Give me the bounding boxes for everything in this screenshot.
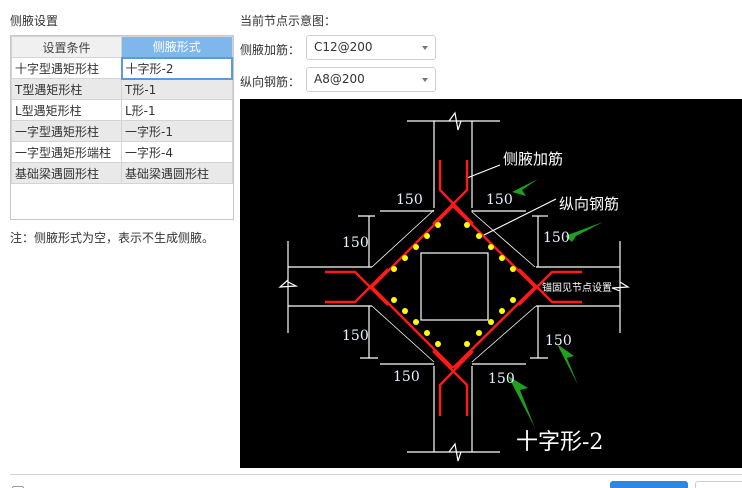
haunch-settings-table: 设置条件 侧腋形式 十字型遇矩形柱 十字形-2 T型遇矩形柱 T形-1 L型遇矩… <box>10 35 234 220</box>
dimension-label: 150 <box>543 230 570 246</box>
dimension-label: 150 <box>393 369 420 385</box>
anchorage-note: 锚固见节点设置 <box>542 282 612 294</box>
longitudinal-rebar-select[interactable]: A8@200 <box>306 67 436 92</box>
chevron-down-icon <box>422 46 428 50</box>
haunch-rebar-drawing <box>325 160 582 416</box>
dimension-label: 150 <box>486 192 513 208</box>
haunch-form-cell[interactable]: 一字形-1 <box>121 120 233 142</box>
haunch-rebar-value: C12@200 <box>314 40 373 54</box>
column-header-haunch-form[interactable]: 侧腋形式 <box>121 36 233 58</box>
haunch-rebar-label: 侧腋加筋： <box>240 43 301 57</box>
haunch-form-cell[interactable]: T形-1 <box>121 78 233 100</box>
empty-form-note: 注：侧腋形式为空，表示不生成侧腋。 <box>10 231 215 245</box>
table-row[interactable]: 十字型遇矩形柱 十字形-2 <box>11 56 233 80</box>
dimension-label: 150 <box>488 371 515 387</box>
arrow-icon <box>508 179 603 428</box>
longitudinal-rebar-dots <box>391 222 516 347</box>
dimension-label: 150 <box>396 192 423 208</box>
condition-cell[interactable]: T型遇矩形柱 <box>11 78 122 100</box>
dimension-label: 150 <box>342 235 369 251</box>
haunch-form-cell[interactable]: 一字形-4 <box>121 141 233 163</box>
haunch-rebar-annotation: 侧腋加筋 <box>503 150 563 168</box>
dimension-label: 150 <box>342 328 369 344</box>
table-row[interactable]: L型遇矩形柱 L形-1 <box>11 99 233 121</box>
longitudinal-rebar-annotation: 纵向钢筋 <box>559 195 619 213</box>
confirm-button[interactable] <box>610 481 688 488</box>
condition-cell[interactable]: 基础梁遇圆形柱 <box>11 162 122 184</box>
node-diagram-canvas: 150 150 150 150 150 150 150 150 侧腋加筋 纵向钢… <box>240 99 742 468</box>
longitudinal-rebar-label: 纵向钢筋： <box>240 75 301 89</box>
longitudinal-rebar-value: A8@200 <box>314 72 365 86</box>
table-row[interactable]: 一字型遇矩形柱 一字形-1 <box>11 120 233 142</box>
haunch-rebar-select[interactable]: C12@200 <box>306 35 436 60</box>
haunch-form-cell[interactable]: 基础梁遇圆形柱 <box>121 162 233 184</box>
haunch-form-cell[interactable]: L形-1 <box>121 99 233 121</box>
chevron-down-icon <box>422 78 428 82</box>
shape-name-label: 十字形-2 <box>516 430 603 455</box>
column-header-condition[interactable]: 设置条件 <box>11 36 122 58</box>
table-row[interactable]: T型遇矩形柱 T形-1 <box>11 78 233 100</box>
haunch-settings-title: 侧腋设置 <box>10 14 59 28</box>
member-outline <box>278 111 630 462</box>
condition-cell[interactable]: 十字型遇矩形柱 <box>11 57 122 79</box>
condition-cell[interactable]: 一字型遇矩形端柱 <box>11 141 122 163</box>
table-row[interactable]: 基础梁遇圆形柱 基础梁遇圆形柱 <box>11 162 233 184</box>
dimension-label: 150 <box>545 333 572 349</box>
footer-checkbox[interactable] <box>12 486 24 488</box>
haunch-form-cell[interactable]: 十字形-2 <box>120 56 233 80</box>
condition-cell[interactable]: 一字型遇矩形柱 <box>11 120 122 142</box>
footer-divider <box>10 474 742 475</box>
condition-cell[interactable]: L型遇矩形柱 <box>11 99 122 121</box>
cancel-button[interactable] <box>695 481 742 488</box>
node-diagram-title: 当前节点示意图： <box>240 14 337 28</box>
table-row[interactable]: 一字型遇矩形端柱 一字形-4 <box>11 141 233 163</box>
